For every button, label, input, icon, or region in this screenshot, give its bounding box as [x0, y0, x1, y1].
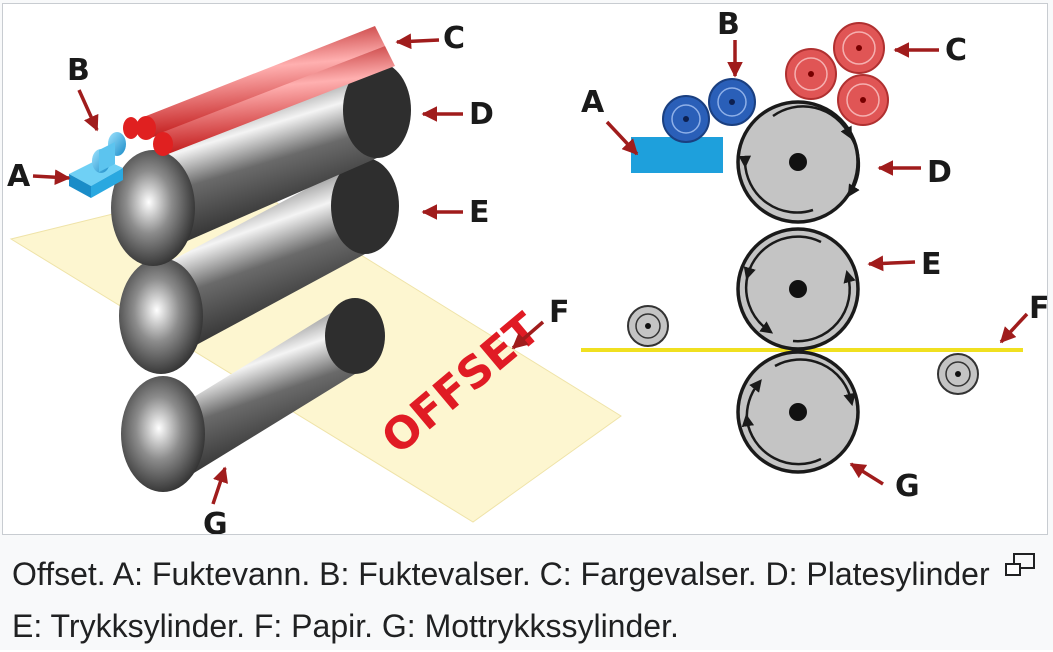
ink-roller-2: [833, 22, 885, 74]
water-fountain-2d: [631, 137, 723, 173]
offset-diagram-image[interactable]: OFFSET: [2, 3, 1048, 535]
label-e-2d: E: [921, 247, 942, 282]
cylinder-e-2d: [736, 227, 860, 351]
label-b-3d: B: [67, 53, 90, 88]
ink-roller-3: [837, 74, 889, 126]
label-f-3d: F: [549, 295, 570, 330]
label-c-2d: C: [945, 33, 967, 68]
label-e-3d: E: [469, 195, 490, 230]
cylinder-d-2d: [736, 100, 861, 224]
illustration-3d: OFFSET: [7, 21, 622, 535]
label-a-2d: A: [581, 85, 605, 120]
ink-roller-1: [785, 48, 837, 100]
cylinder-g-2d: [736, 350, 860, 474]
cylinder-g: [121, 298, 385, 492]
label-c-3d: C: [443, 21, 465, 56]
label-a-3d: A: [7, 159, 31, 194]
cylinder-e: [119, 158, 399, 374]
figure-caption: Offset. A: Fuktevann. B: Fuktevalser. C:…: [12, 556, 990, 644]
water-rollers-3d: [92, 132, 126, 173]
label-g-2d: G: [895, 469, 920, 504]
guide-roller-left: [627, 305, 669, 347]
label-g-3d: G: [203, 507, 228, 535]
enlarge-icon[interactable]: [1004, 552, 1038, 578]
schematic-2d: A B C D E F G: [581, 7, 1048, 504]
water-roller-1: [662, 95, 710, 143]
label-f-2d: F: [1029, 291, 1048, 326]
ink-rollers-3d: [123, 26, 395, 156]
guide-roller-right: [937, 353, 979, 395]
label-d-3d: D: [469, 97, 494, 132]
label-b-2d: B: [717, 7, 740, 42]
label-d-2d: D: [927, 155, 952, 190]
water-roller-2: [708, 78, 756, 126]
cylinder-d: [111, 62, 411, 266]
